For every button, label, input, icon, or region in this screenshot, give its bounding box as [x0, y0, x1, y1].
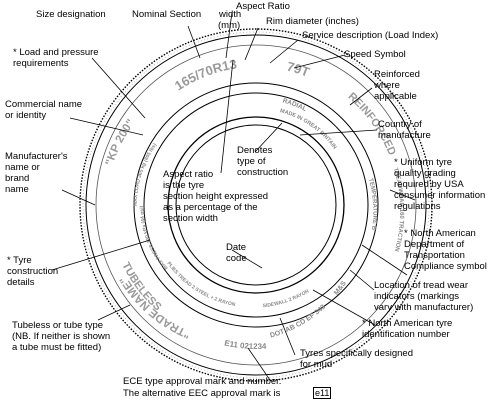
label-tubeless: Tubeless or tube type (NB. If neither is… [12, 320, 111, 353]
tyre-service-text: 79T [285, 59, 311, 80]
label-country: Country of manufacture [378, 119, 431, 141]
tyre-size-text: 165/70R13 [172, 56, 238, 93]
tyre-max-load-text: MAX LOAD 365 kg (805 lbs) [133, 142, 159, 206]
eec-mark-box: e11 [313, 387, 332, 399]
label-north-american-dot: * North American Department of Transport… [404, 228, 487, 272]
label-eec: The alternative EEC approval mark is [123, 388, 281, 399]
label-nominal-section: Nominal Section [132, 9, 202, 20]
tyre-plies-text: PLIES TREAD 2 STEEL + 2 RAYON [165, 261, 236, 308]
tyre-rings [79, 28, 433, 382]
tyre-temperature-text: TEMPERATURE B [367, 178, 377, 231]
label-service-description: Service description (Load Index) [302, 30, 439, 41]
label-aspect-explained: Aspect ratio is the tyre section height … [163, 169, 269, 224]
tread-pattern [82, 31, 430, 379]
label-mud: Tyres specifically designed for mud [300, 348, 413, 370]
label-speed-symbol: Speed Symbol [344, 49, 406, 60]
label-tyre-construction: * Tyre construction details [7, 255, 59, 288]
label-width: width [219, 9, 242, 20]
tyre-ece-text: E11 021234 [224, 338, 268, 351]
label-load-pressure: * Load and pressure requirements [13, 47, 99, 69]
label-commercial-name: Commercial name or identity [5, 99, 83, 121]
label-tread-wear: Location of tread wear indicators (marki… [374, 280, 474, 313]
label-manufacturer: Manufacturer's name or brand name [5, 151, 68, 195]
label-aspect-ratio: Aspect Ratio [236, 1, 290, 12]
tyre-ms-text: M&S [333, 280, 348, 297]
leader-lines [51, 11, 416, 381]
label-size-designation: Size designation [36, 9, 106, 20]
label-reinforced: Reinforced where applicable [374, 69, 420, 102]
label-mm: (mm) [218, 20, 241, 31]
label-ece: ECE type approval mark and number. [123, 376, 282, 387]
label-north-american-id: * North American tyre identification num… [362, 318, 453, 340]
label-denotes: Denotes type of construction [237, 145, 289, 178]
label-rim-diameter: Rim diameter (inches) [266, 16, 359, 27]
label-date-code: Date code [226, 242, 247, 264]
label-uniform: * Uniform tyre quality grading required … [394, 157, 486, 212]
